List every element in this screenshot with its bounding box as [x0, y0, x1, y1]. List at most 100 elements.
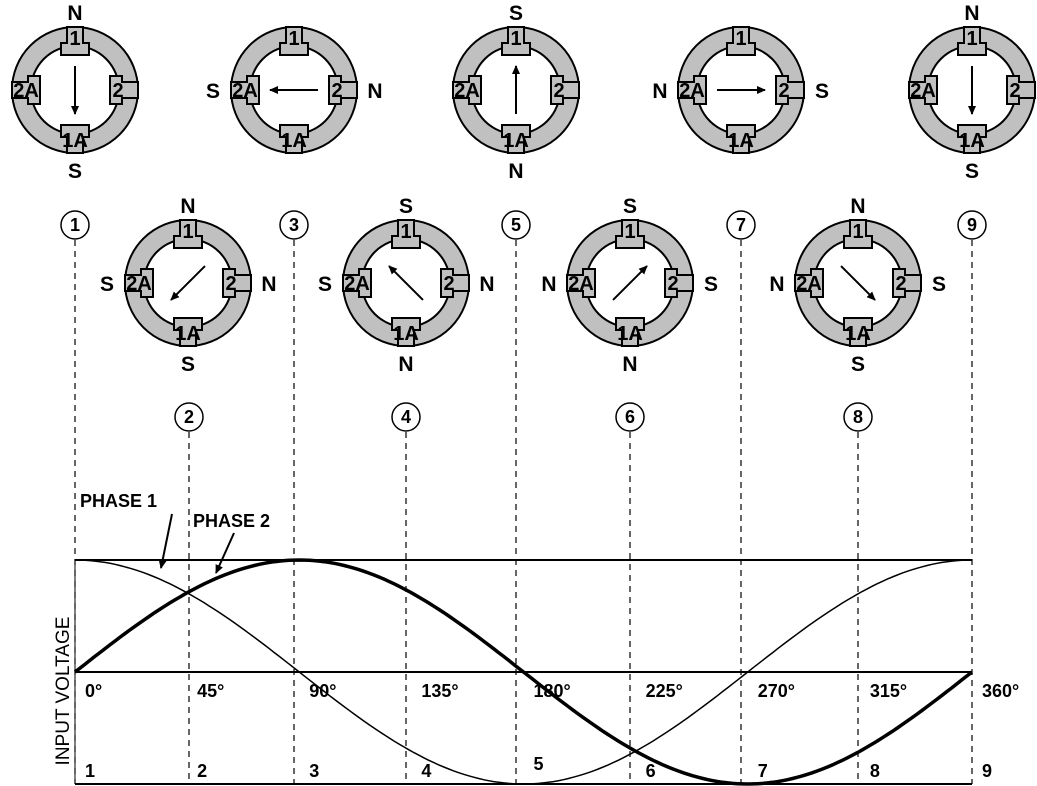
coil-label-top: 1 [510, 28, 521, 50]
coil-label-left: 2A [13, 80, 39, 102]
x-tick-label: 270° [758, 681, 795, 701]
coil-label-right: 2 [331, 80, 342, 102]
stator-pole [173, 317, 203, 347]
stator-pole [60, 124, 90, 154]
step-number-label: 4 [421, 761, 431, 781]
stator-pole [775, 75, 805, 105]
stator-pole [726, 26, 756, 56]
x-tick-label: 315° [870, 681, 907, 701]
phase-2-curve [73, 558, 974, 786]
pole-letter-top: S [509, 2, 523, 25]
pole-letter-left: S [206, 80, 220, 103]
stator-pole [664, 268, 694, 298]
stator-pole [794, 268, 824, 298]
rotor-arrow [170, 265, 206, 301]
step-number-label: 9 [982, 761, 992, 781]
x-tick-labels: 0°45°90°135°180°225°270°315°360° [85, 681, 1019, 701]
coil-label-right: 2 [778, 80, 789, 102]
x-tick-label: 135° [421, 681, 458, 701]
coil-label-bottom: 1A [281, 130, 307, 152]
stator-pole [957, 26, 987, 56]
step-number-circle [957, 210, 987, 240]
stator-pole [342, 268, 372, 298]
step-number-label: 1 [85, 761, 95, 781]
phase-2-label: PHASE 2 [193, 511, 270, 531]
pole-letter-bottom: N [398, 353, 413, 376]
pole-letter-right: N [261, 273, 276, 296]
step-number: 2 [184, 407, 194, 427]
phase-1-pointer [158, 513, 173, 569]
stator-pole [124, 268, 154, 298]
step-number: 5 [511, 215, 521, 235]
pole-letter-left: N [769, 273, 784, 296]
coil-label-top: 1 [182, 221, 193, 243]
stator-pole [566, 268, 596, 298]
step-guide-lines [74, 240, 973, 784]
stator-pole [957, 124, 987, 154]
coil-label-left: 2A [568, 273, 594, 295]
pole-letter-bottom: S [68, 160, 82, 183]
stator-pole [615, 219, 645, 249]
stator-pole [843, 219, 873, 249]
step-number: 8 [853, 407, 863, 427]
step-number-label: 3 [309, 761, 319, 781]
phase-1-label: PHASE 1 [80, 491, 157, 511]
pole-letter-bottom: S [181, 353, 195, 376]
pole-letter-bottom: N [508, 160, 523, 183]
step-number: 7 [736, 215, 746, 235]
step-number-circle [391, 402, 421, 432]
step-number: 4 [401, 407, 411, 427]
stator-pole [501, 124, 531, 154]
coil-label-top: 1 [288, 28, 299, 50]
coil-label-top: 1 [400, 221, 411, 243]
coil-label-left: 2A [126, 273, 152, 295]
pole-letter-left: S [100, 273, 114, 296]
stator-pole [501, 26, 531, 56]
stator-pole [279, 124, 309, 154]
coil-label-top: 1 [624, 221, 635, 243]
coil-label-left: 2A [344, 273, 370, 295]
stator-pole [222, 268, 252, 298]
pole-letter-bottom: N [622, 353, 637, 376]
step-number: 9 [967, 215, 977, 235]
step-number: 6 [625, 407, 635, 427]
stator-pole [328, 75, 358, 105]
stator-pole [173, 219, 203, 249]
stator-pole [677, 75, 707, 105]
coil-label-left: 2A [679, 80, 705, 102]
stator-pole [391, 219, 421, 249]
stator-pole [109, 75, 139, 105]
pole-letter-top: N [67, 2, 82, 25]
pole-letter-top: S [623, 195, 637, 218]
coil-label-top: 1 [966, 28, 977, 50]
pole-letter-left: N [541, 273, 556, 296]
step-number-circle [615, 402, 645, 432]
x-tick-label: 225° [646, 681, 683, 701]
coil-label-bottom: 1A [503, 130, 529, 152]
pole-letter-right: N [367, 80, 382, 103]
rotor-arrow [388, 265, 424, 301]
coil-label-top: 1 [735, 28, 746, 50]
pole-letter-top: N [964, 2, 979, 25]
step-number-label: 8 [870, 761, 880, 781]
step-number-circle [60, 210, 90, 240]
stator-pole [615, 317, 645, 347]
step-number-circle [726, 210, 756, 240]
step-number-label: 7 [758, 761, 768, 781]
pole-letter-top: N [850, 195, 865, 218]
stator-pole [843, 317, 873, 347]
pole-letter-right: S [815, 80, 829, 103]
pole-letter-right: S [704, 273, 718, 296]
step-number-circle [174, 402, 204, 432]
step-number: 3 [289, 215, 299, 235]
pole-letter-left: S [318, 273, 332, 296]
stator-pole [1006, 75, 1036, 105]
